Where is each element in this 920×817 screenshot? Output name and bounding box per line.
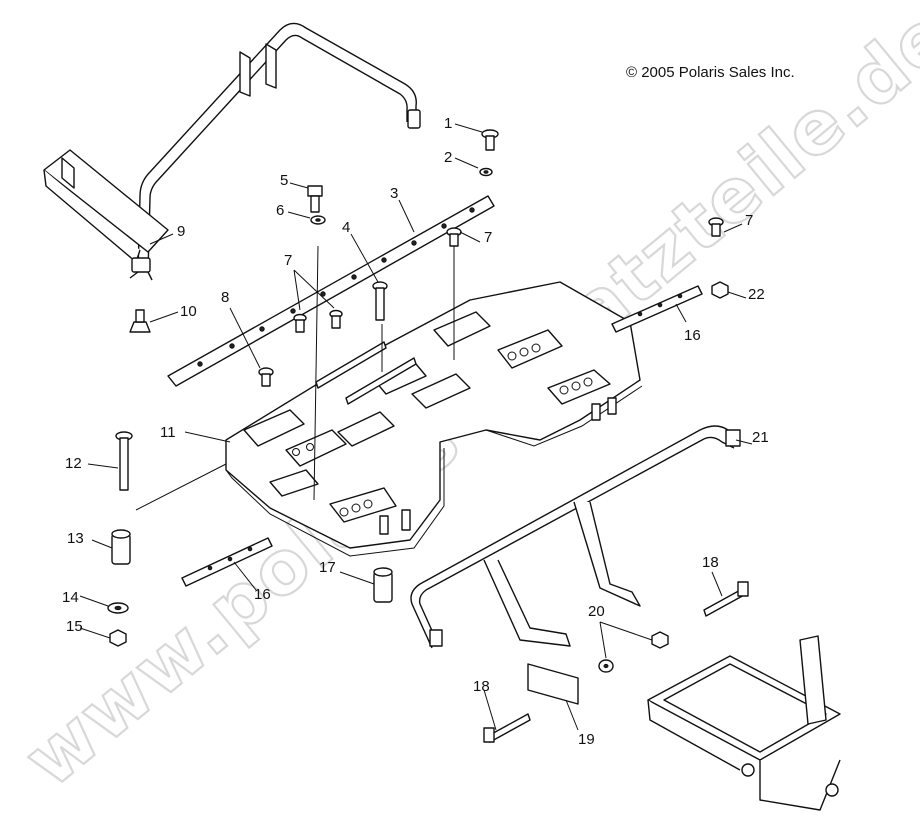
- callout-3: 3: [390, 185, 399, 202]
- callout-2: 2: [444, 149, 453, 166]
- callout-17: 17: [319, 559, 336, 576]
- upper-rail-part-9: [43, 22, 421, 281]
- callout-10: 10: [180, 303, 197, 320]
- callout-15: 15: [66, 618, 83, 635]
- callout-18-right: 18: [702, 554, 719, 571]
- callout-13: 13: [67, 530, 84, 547]
- vehicle-frame: [647, 635, 841, 811]
- rail-strip-part-3: [167, 195, 495, 387]
- callout-12: 12: [65, 455, 82, 472]
- callout-5: 5: [280, 172, 289, 189]
- copyright-notice: © 2005 Polaris Sales Inc.: [626, 64, 795, 81]
- leader-lines: [79, 123, 753, 731]
- callout-7-right: 7: [745, 212, 754, 229]
- callout-4: 4: [342, 219, 351, 236]
- callout-1: 1: [444, 115, 453, 132]
- callout-19: 19: [578, 731, 595, 748]
- hardware: [107, 129, 749, 743]
- callout-11: 11: [160, 424, 176, 441]
- callout-22: 22: [748, 286, 765, 303]
- lower-rail-part-21: [410, 425, 741, 649]
- rack-body-part-11: [225, 281, 643, 557]
- callout-18-left: 18: [473, 678, 490, 695]
- callout-6: 6: [276, 202, 285, 219]
- callout-8: 8: [221, 289, 230, 306]
- strip-part-16-lower: [181, 537, 273, 587]
- callout-7-center: 7: [484, 229, 493, 246]
- callout-21: 21: [752, 429, 769, 446]
- callout-9: 9: [177, 223, 186, 240]
- callout-14: 14: [62, 589, 79, 606]
- callout-7-left: 7: [284, 252, 293, 269]
- callout-20: 20: [588, 603, 605, 620]
- strip-part-16-upper: [611, 285, 703, 333]
- callout-16-left: 16: [254, 586, 271, 603]
- callout-16-right: 16: [684, 327, 701, 344]
